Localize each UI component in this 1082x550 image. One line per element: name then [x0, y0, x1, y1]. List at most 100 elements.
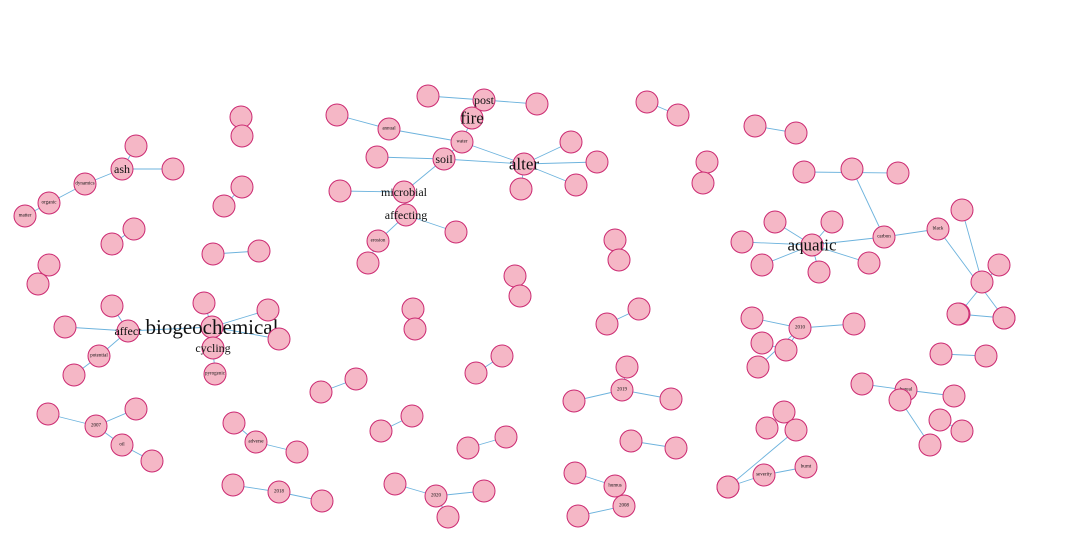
node-circle[interactable] [610, 378, 634, 402]
node-n90[interactable] [929, 342, 953, 366]
node-n57[interactable] [615, 355, 639, 379]
node-circle[interactable] [325, 103, 349, 127]
node-circle[interactable] [392, 180, 416, 204]
node-n75[interactable] [763, 210, 787, 234]
node-circle[interactable] [992, 306, 1016, 330]
node-n69[interactable] [792, 160, 816, 184]
node-circle[interactable] [564, 173, 588, 197]
node-circle[interactable] [716, 475, 740, 499]
node-circle[interactable] [416, 84, 440, 108]
node-circle[interactable] [267, 327, 291, 351]
node-circle[interactable] [585, 150, 609, 174]
node-circle[interactable] [53, 315, 77, 339]
node-circle[interactable] [192, 291, 216, 315]
node-n91[interactable] [974, 344, 998, 368]
node-circle[interactable] [950, 198, 974, 222]
node-circle[interactable] [369, 419, 393, 443]
node-circle[interactable] [512, 152, 536, 176]
node-circle[interactable] [774, 338, 798, 362]
node-circle[interactable] [110, 433, 134, 457]
node-circle[interactable] [763, 210, 787, 234]
node-n83[interactable] [740, 306, 764, 330]
node-circle[interactable] [619, 429, 643, 453]
node-n97[interactable] [784, 418, 808, 442]
node-circle[interactable] [788, 316, 812, 340]
node-circle[interactable] [464, 361, 488, 385]
node-n92[interactable] [772, 400, 796, 424]
node-aquatic[interactable]: aquatic [787, 233, 837, 257]
node-n99[interactable] [928, 408, 952, 432]
node-circle[interactable] [432, 147, 456, 171]
node-n86[interactable] [746, 355, 770, 379]
node-n24[interactable] [192, 291, 216, 315]
node-n37[interactable] [309, 380, 333, 404]
node-n9[interactable] [585, 150, 609, 174]
node-n73[interactable] [987, 253, 1011, 277]
node-n78[interactable] [750, 253, 774, 277]
node-circle[interactable] [842, 312, 866, 336]
node-circle[interactable] [970, 270, 994, 294]
node-n52[interactable] [603, 228, 627, 252]
node-circle[interactable] [595, 312, 619, 336]
node-circle[interactable] [256, 298, 280, 322]
node-alter[interactable]: alter [509, 152, 540, 176]
node-circle[interactable] [494, 425, 518, 449]
node-n30[interactable] [401, 297, 425, 321]
node-y2018[interactable]: 2018 [267, 480, 291, 504]
node-circle[interactable] [100, 232, 124, 256]
node-circle[interactable] [695, 150, 719, 174]
node-n40[interactable] [124, 397, 148, 421]
node-cycling[interactable]: cycling [195, 336, 231, 360]
node-n84[interactable] [842, 312, 866, 336]
node-n63[interactable] [635, 90, 659, 114]
node-circle[interactable] [110, 157, 134, 181]
node-n59[interactable] [619, 429, 643, 453]
node-n101[interactable] [888, 388, 912, 412]
node-circle[interactable] [840, 157, 864, 181]
node-circle[interactable] [26, 272, 50, 296]
node-circle[interactable] [366, 229, 390, 253]
node-circle[interactable] [116, 319, 140, 343]
node-circle[interactable] [212, 194, 236, 218]
node-circle[interactable] [124, 134, 148, 158]
node-n70[interactable] [886, 161, 910, 185]
node-circle[interactable] [73, 172, 97, 196]
node-circle[interactable] [161, 157, 185, 181]
node-circle[interactable] [562, 389, 586, 413]
node-circle[interactable] [691, 171, 715, 195]
node-circle[interactable] [928, 408, 952, 432]
node-circle[interactable] [247, 239, 271, 263]
node-y2007[interactable]: 2007 [84, 414, 108, 438]
node-circle[interactable] [62, 363, 86, 387]
node-n7[interactable] [356, 251, 380, 275]
node-circle[interactable] [627, 297, 651, 321]
node-circle[interactable] [472, 88, 496, 112]
node-circle[interactable] [607, 248, 631, 272]
node-pyrogenic[interactable]: pyrogenic [203, 362, 227, 386]
node-n45[interactable] [221, 473, 245, 497]
node-n100[interactable] [716, 475, 740, 499]
node-circle[interactable] [424, 484, 448, 508]
node-circle[interactable] [140, 449, 164, 473]
node-affect[interactable]: affect [114, 319, 142, 343]
node-n76[interactable] [820, 210, 844, 234]
node-circle[interactable] [603, 474, 627, 498]
node-circle[interactable] [401, 297, 425, 321]
node-circle[interactable] [784, 121, 808, 145]
node-circle[interactable] [926, 217, 950, 241]
node-n38[interactable] [400, 404, 424, 428]
node-circle[interactable] [122, 217, 146, 241]
node-circle[interactable] [377, 117, 401, 141]
node-adverse[interactable]: adverse [244, 430, 268, 454]
node-n50[interactable] [456, 436, 480, 460]
node-circle[interactable] [13, 204, 37, 228]
node-n88[interactable] [946, 302, 970, 326]
node-circle[interactable] [872, 225, 896, 249]
node-n93[interactable] [755, 416, 779, 440]
node-circle[interactable] [942, 384, 966, 408]
node-n80[interactable] [857, 251, 881, 275]
node-n102[interactable] [918, 433, 942, 457]
node-severity[interactable]: severity [752, 463, 776, 487]
node-n66[interactable] [784, 121, 808, 145]
node-dynamics[interactable]: dynamics [73, 172, 97, 196]
